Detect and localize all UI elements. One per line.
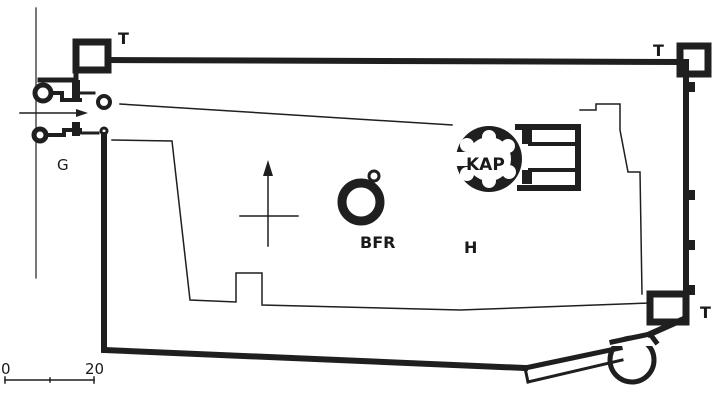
gate-label: G xyxy=(57,156,69,174)
scale-start-label: 0 xyxy=(1,360,11,378)
keep-bergfried: BFR xyxy=(337,169,395,252)
north-arrow-icon xyxy=(239,160,299,247)
keep-label: BFR xyxy=(360,233,395,252)
tower-ne: T xyxy=(653,41,712,78)
tower-ne-label: T xyxy=(653,41,664,60)
gatehouse: G xyxy=(19,67,112,174)
inner-courtyard-outline xyxy=(111,139,651,311)
east-range-outline xyxy=(579,103,643,295)
court-label: H xyxy=(464,238,477,257)
entrance-arrow-icon xyxy=(19,109,88,117)
chapel: KAP xyxy=(454,124,581,192)
tower-nw-label: T xyxy=(118,29,129,48)
tower-nw: T xyxy=(72,29,129,74)
chapel-label: KAP xyxy=(466,155,505,175)
north-range-outline xyxy=(119,103,453,126)
scale-end-label: 20 xyxy=(85,360,104,378)
tower-se-label: T xyxy=(700,303,711,322)
tower-se: T xyxy=(646,290,711,326)
south-round-tower xyxy=(607,331,660,385)
scale-bar: 0 20 xyxy=(1,360,104,384)
